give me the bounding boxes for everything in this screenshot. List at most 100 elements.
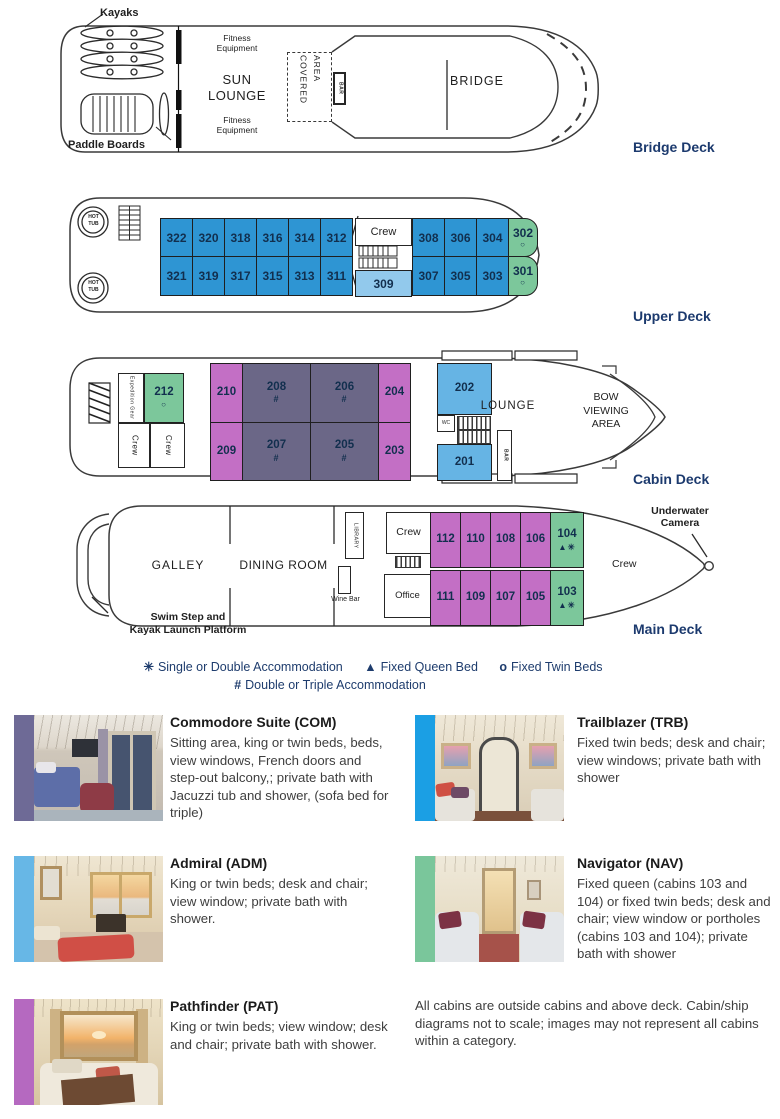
photo-detail <box>34 810 163 821</box>
cabin-110: 110 <box>460 512 491 568</box>
photo-detail <box>531 789 564 821</box>
paddle-boards-label: Paddle Boards <box>68 139 146 151</box>
photo-trailblazer <box>435 715 564 821</box>
photo-detail <box>52 1059 82 1073</box>
photo-navigator <box>435 856 564 962</box>
cabin-107: 107 <box>490 570 521 626</box>
bow-viewing-area-label: BOW VIEWING AREA <box>583 391 629 431</box>
photo-detail <box>527 880 541 900</box>
photo-detail <box>136 1009 148 1065</box>
double-triple-symbol: # <box>273 452 280 463</box>
navigator-card-text: Navigator (NAV) Fixed queen (cabins 103 … <box>577 854 777 963</box>
cabin-deck-crew-box-2: Crew <box>150 423 185 468</box>
cabin-303: 303 <box>476 256 509 296</box>
upper-deck-title: Upper Deck <box>633 308 711 324</box>
queen-single-symbols: ▲✳ <box>558 541 576 552</box>
cabin-314: 314 <box>288 218 321 257</box>
hot-tub-bottom-label: HOT TUB <box>88 280 99 293</box>
cabin-103: 103 ▲✳ <box>550 570 584 626</box>
photo-detail <box>57 934 135 962</box>
cabin-number: 104 <box>557 528 577 540</box>
admiral-card-text: Admiral (ADM) King or twin beds; desk an… <box>170 854 392 928</box>
double-triple-symbol: # <box>341 394 348 405</box>
photo-detail <box>437 910 463 930</box>
legend-label: Fixed Twin Beds <box>511 660 603 674</box>
bridge-deck-plan-drawing <box>55 10 615 160</box>
cabin-315: 315 <box>256 256 289 296</box>
pathfinder-description: King or twin beds; view window; desk and… <box>170 1019 388 1052</box>
bridge-deck-title: Bridge Deck <box>633 139 715 155</box>
photo-detail <box>529 743 557 769</box>
legend-label: Double or Triple Accommodation <box>245 678 426 692</box>
cabin-304: 304 <box>476 218 509 257</box>
photo-detail <box>441 743 471 769</box>
bridge-bar: BAR <box>333 72 346 105</box>
covered-area-label: COVERED AREA <box>298 55 323 105</box>
cabin-112: 112 <box>430 512 461 568</box>
photo-detail <box>119 874 122 916</box>
cabin-111: 111 <box>430 570 461 626</box>
lounge-label: LOUNGE <box>480 400 536 412</box>
photo-detail <box>479 737 519 817</box>
double-triple-symbol: # <box>234 678 242 692</box>
photo-detail <box>80 783 114 813</box>
library-label: LIBRARY <box>352 522 359 549</box>
cabin-number: 301 <box>512 264 534 278</box>
cabin-209: 209 <box>210 422 243 481</box>
bow-crew-label: Crew <box>612 558 637 570</box>
cabin-306: 306 <box>444 218 477 257</box>
pathfinder-card-text: Pathfinder (PAT) King or twin beds; view… <box>170 997 395 1053</box>
cabin-105: 105 <box>520 570 551 626</box>
cabin-number: 302 <box>512 225 534 240</box>
expedition-gear-label: Expedition Gear <box>128 376 135 420</box>
photo-detail <box>34 926 60 940</box>
legend-line-2: #Double or Triple Accommodation <box>20 678 640 692</box>
legend-single-double: ✳Single or Double Accommodation <box>143 660 346 674</box>
cabin-number: 212 <box>154 386 174 399</box>
legend-line-1: ✳Single or Double Accommodation ▲Fixed Q… <box>20 659 726 674</box>
cabin-317: 317 <box>224 256 257 296</box>
photo-commodore-suite <box>34 715 163 821</box>
admiral-description: King or twin beds; desk and chair; view … <box>170 876 368 927</box>
cabin-109: 109 <box>460 570 491 626</box>
wc-box: WC <box>437 415 455 432</box>
bridge-label: BRIDGE <box>450 74 504 88</box>
crew-label: Crew <box>130 435 140 456</box>
cabin-311: 311 <box>320 256 353 296</box>
cabin-313: 313 <box>288 256 321 296</box>
fixed-twin-symbol: ○ <box>520 278 526 287</box>
sun-lounge-label: SUN LOUNGE <box>208 72 266 104</box>
fixed-queen-symbol: ▲ <box>364 660 377 674</box>
kayaks-label: Kayaks <box>100 7 139 19</box>
cabin-210: 210 <box>210 363 243 423</box>
photo-detail <box>98 729 108 817</box>
dining-room-label: DINING ROOM <box>239 558 328 572</box>
bridge-bar-label: BAR <box>337 82 344 95</box>
photo-detail <box>40 866 62 900</box>
trailblazer-title: Trailblazer (TRB) <box>577 714 689 730</box>
fixed-twin-symbol: ○ <box>161 399 167 409</box>
cabin-322: 322 <box>160 218 193 257</box>
cabin-309: 309 <box>355 270 412 297</box>
expedition-gear-box: Expedition Gear <box>118 373 144 423</box>
legend-fixed-queen: ▲Fixed Queen Bed <box>364 660 481 674</box>
commodore-title: Commodore Suite (COM) <box>170 714 337 730</box>
bar-label: BAR <box>502 449 509 462</box>
photo-detail <box>34 856 163 876</box>
cabin-305: 305 <box>444 256 477 296</box>
photo-detail <box>60 1073 136 1105</box>
photo-detail <box>451 787 469 798</box>
cabin-312: 312 <box>320 218 353 257</box>
commodore-description: Sitting area, king or twin beds, beds, v… <box>170 735 389 821</box>
crew-label: Crew <box>163 435 173 456</box>
main-deck-title: Main Deck <box>633 621 703 637</box>
hot-tub-top-label: HOT TUB <box>88 214 99 227</box>
cabin-212: 212 ○ <box>144 373 184 423</box>
photo-detail <box>479 934 519 962</box>
double-triple-symbol: # <box>341 452 348 463</box>
trailblazer-color-bar <box>415 715 435 821</box>
double-triple-symbol: # <box>273 394 280 405</box>
underwater-camera-label: Underwater Camera <box>651 505 709 530</box>
